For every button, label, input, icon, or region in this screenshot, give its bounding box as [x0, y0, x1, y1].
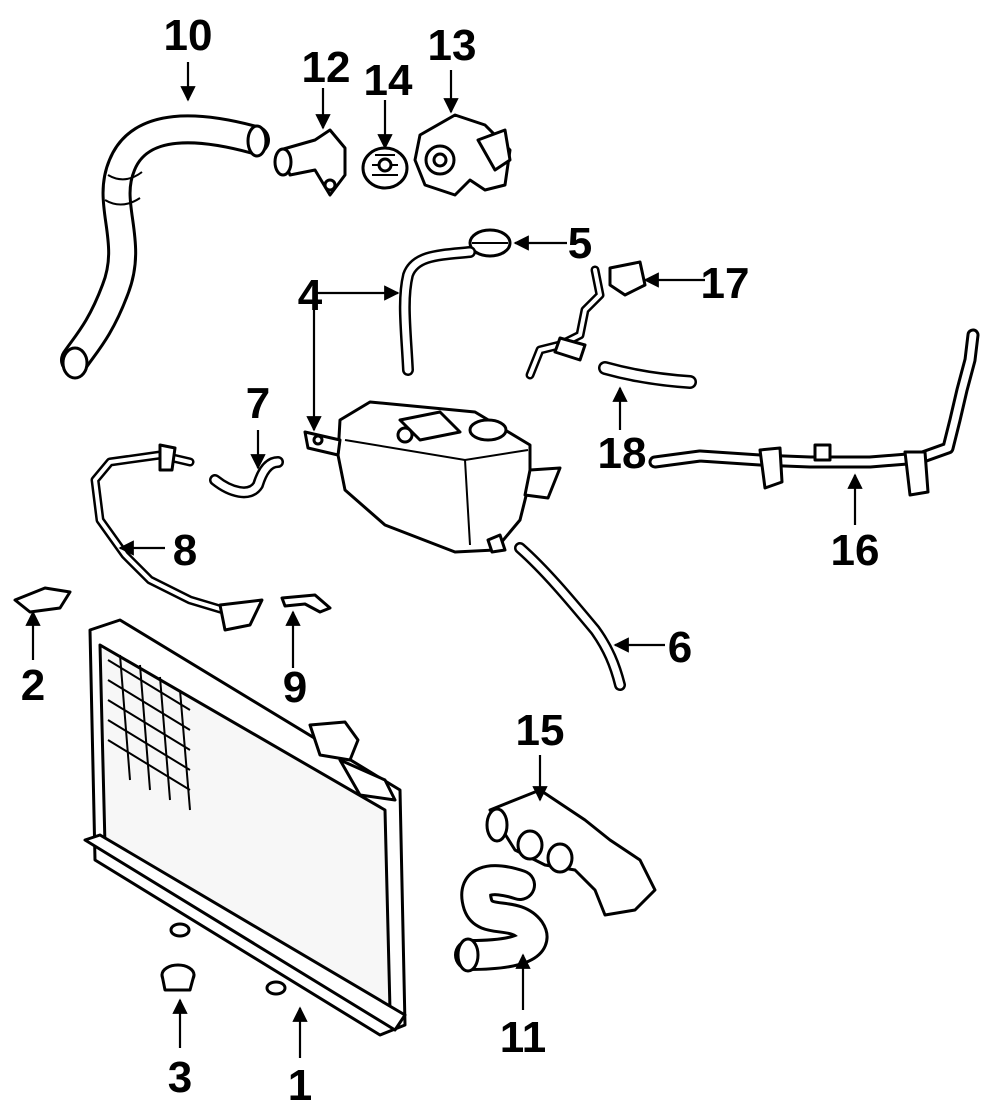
- clip-9: [280, 593, 332, 614]
- radiator-mount-cushion: [160, 963, 196, 992]
- water-inlet-pipe: [485, 788, 657, 917]
- overflow-hose: [398, 246, 476, 376]
- callout-16: 16: [831, 526, 880, 575]
- callout-3: 3: [168, 1053, 192, 1102]
- callout-9: 9: [283, 663, 307, 712]
- upper-radiator-hose: [60, 114, 270, 380]
- callout-labels: 10 12 14 13 5 4 17 18 16 7 8 6 2 9 15 11…: [21, 11, 880, 1110]
- bypass-pipe-bracket: [525, 260, 647, 380]
- callout-18: 18: [598, 429, 647, 478]
- water-outlet: [273, 128, 347, 197]
- thermostat: [361, 146, 409, 190]
- heater-water-pipe: [648, 328, 980, 497]
- reservoir-drain-hose: [514, 542, 626, 691]
- callout-15: 15: [516, 706, 565, 755]
- callout-13: 13: [428, 21, 477, 70]
- callout-12: 12: [302, 43, 351, 92]
- callout-2: 2: [21, 661, 45, 710]
- leader-lines: [25, 62, 863, 1058]
- callout-11: 11: [500, 1013, 547, 1062]
- water-inlet-housing: [413, 113, 512, 197]
- pipe-8: [90, 443, 264, 632]
- callout-5: 5: [568, 219, 592, 268]
- coolant-reservoir-tank: [303, 400, 562, 554]
- callout-4: 4: [298, 271, 323, 320]
- clip-2: [13, 586, 72, 614]
- small-hose-7: [209, 456, 284, 499]
- callout-10: 10: [164, 11, 213, 60]
- callout-1: 1: [288, 1061, 312, 1110]
- small-bypass-hose: [598, 361, 697, 389]
- callout-17: 17: [701, 259, 750, 308]
- callout-14: 14: [364, 56, 413, 105]
- lower-radiator-hose: [454, 864, 549, 973]
- reservoir-cap: [468, 228, 512, 258]
- radiator: [83, 618, 407, 1037]
- callout-8: 8: [173, 526, 197, 575]
- callout-7: 7: [246, 379, 270, 428]
- callout-6: 6: [668, 623, 692, 672]
